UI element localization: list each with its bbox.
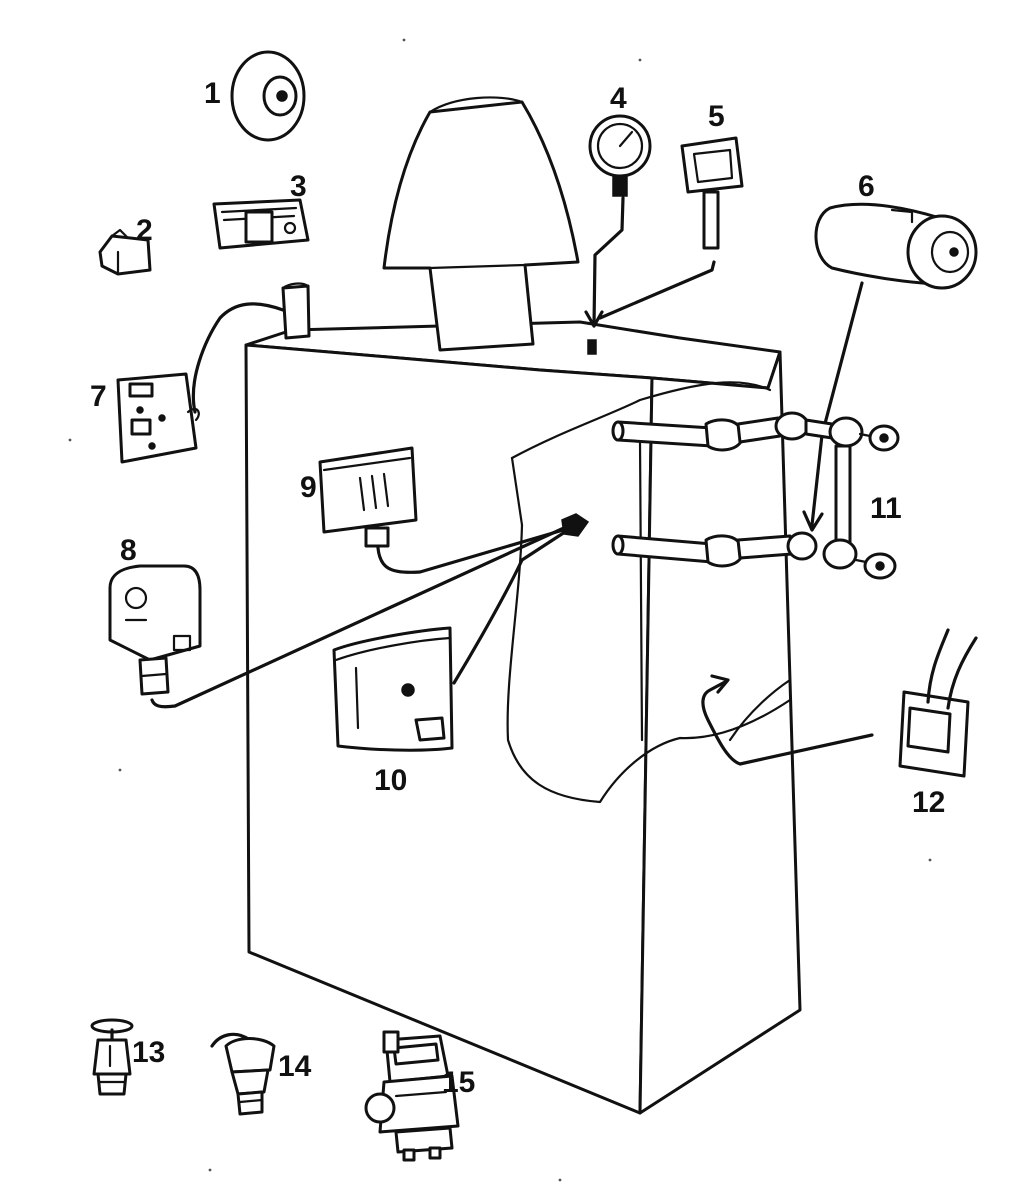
part-4-pressure-gauge (588, 114, 652, 197)
scan-specks (68, 38, 932, 1182)
callout-12: 12 (912, 786, 945, 819)
part-12-wall-switch (898, 628, 978, 778)
part-1-round-cap (230, 50, 306, 142)
part-7-control-panel (116, 372, 200, 464)
callout-15: 15 (442, 1066, 475, 1099)
callout-13: 13 (132, 1036, 165, 1069)
connection-leaders (150, 196, 874, 766)
callout-2: 2 (136, 214, 153, 247)
part-14-relief-valve (210, 1032, 276, 1116)
callout-9: 9 (300, 471, 317, 504)
part-6-expansion-tank (814, 202, 978, 290)
part-13-drain-valve (90, 1018, 134, 1096)
part-9-ignition-module (318, 446, 418, 548)
callout-10: 10 (374, 764, 407, 797)
callout-7: 7 (90, 380, 107, 413)
flue-collar (281, 282, 311, 340)
part-10-gas-valve-box (332, 626, 454, 752)
callout-labels: 1 2 3 4 5 6 7 8 9 10 11 12 13 14 15 (90, 77, 945, 1099)
part-8-valve-actuator (108, 564, 202, 696)
part-15-pump-valve-assembly (364, 1030, 460, 1162)
callout-8: 8 (120, 534, 137, 567)
callout-4: 4 (610, 82, 627, 115)
part-2-small-fitting (98, 228, 152, 276)
callout-5: 5 (708, 100, 725, 133)
callout-14: 14 (278, 1050, 312, 1083)
draft-hood (382, 96, 580, 352)
part-5-temperature-control (680, 136, 744, 250)
callout-3: 3 (290, 170, 307, 203)
riser-piping-assembly (611, 411, 900, 580)
callout-6: 6 (858, 170, 875, 203)
part-3-relay-box (212, 198, 310, 250)
callout-1: 1 (204, 77, 221, 110)
callout-11: 11 (870, 492, 902, 525)
